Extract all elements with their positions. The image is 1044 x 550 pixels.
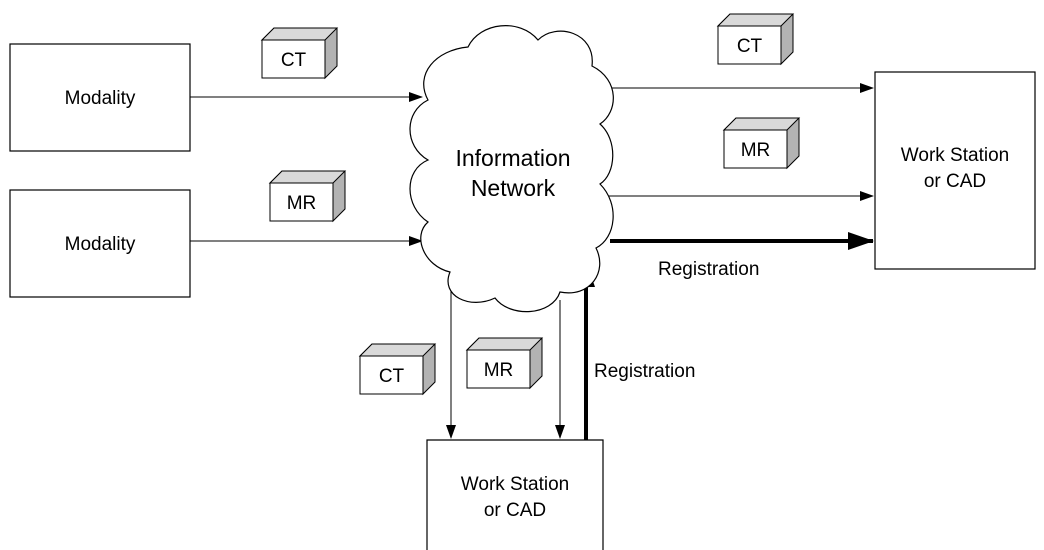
network-line2: Network bbox=[471, 175, 556, 201]
registration-label-bottom: Registration bbox=[594, 361, 695, 382]
registration-label-right: Registration bbox=[658, 259, 759, 280]
cube-ct-right: CT bbox=[716, 13, 795, 66]
cube-ct-left-label: CT bbox=[281, 50, 307, 71]
cube-mr-bottom-label: MR bbox=[484, 360, 514, 381]
cube-mr-right: MR bbox=[722, 117, 801, 170]
network-line1: Information bbox=[455, 145, 570, 171]
modality-box-1: Modality bbox=[9, 43, 191, 152]
cube-mr-left: MR bbox=[268, 170, 347, 223]
cube-mr-right-label: MR bbox=[741, 140, 771, 161]
cube-mr-bottom: MR bbox=[465, 337, 544, 390]
workstation-bottom-line2: or CAD bbox=[484, 500, 546, 521]
workstation-bottom-box: Work Station or CAD bbox=[426, 439, 604, 550]
modality-label-1: Modality bbox=[65, 88, 136, 109]
modality-label-2: Modality bbox=[65, 234, 136, 255]
workstation-right-line2: or CAD bbox=[924, 171, 986, 192]
modality-box-2: Modality bbox=[9, 189, 191, 298]
connections bbox=[190, 83, 874, 440]
information-network-cloud: Information Network bbox=[409, 25, 614, 313]
workstation-right-line1: Work Station bbox=[901, 145, 1009, 166]
workstation-right-box: Work Station or CAD bbox=[874, 71, 1036, 270]
cube-ct-bottom-label: CT bbox=[379, 366, 405, 387]
cube-ct-bottom: CT bbox=[358, 343, 437, 396]
cube-ct-right-label: CT bbox=[737, 36, 763, 57]
workstation-bottom-line1: Work Station bbox=[461, 474, 569, 495]
cube-mr-left-label: MR bbox=[287, 193, 317, 214]
cube-ct-left: CT bbox=[260, 27, 339, 80]
